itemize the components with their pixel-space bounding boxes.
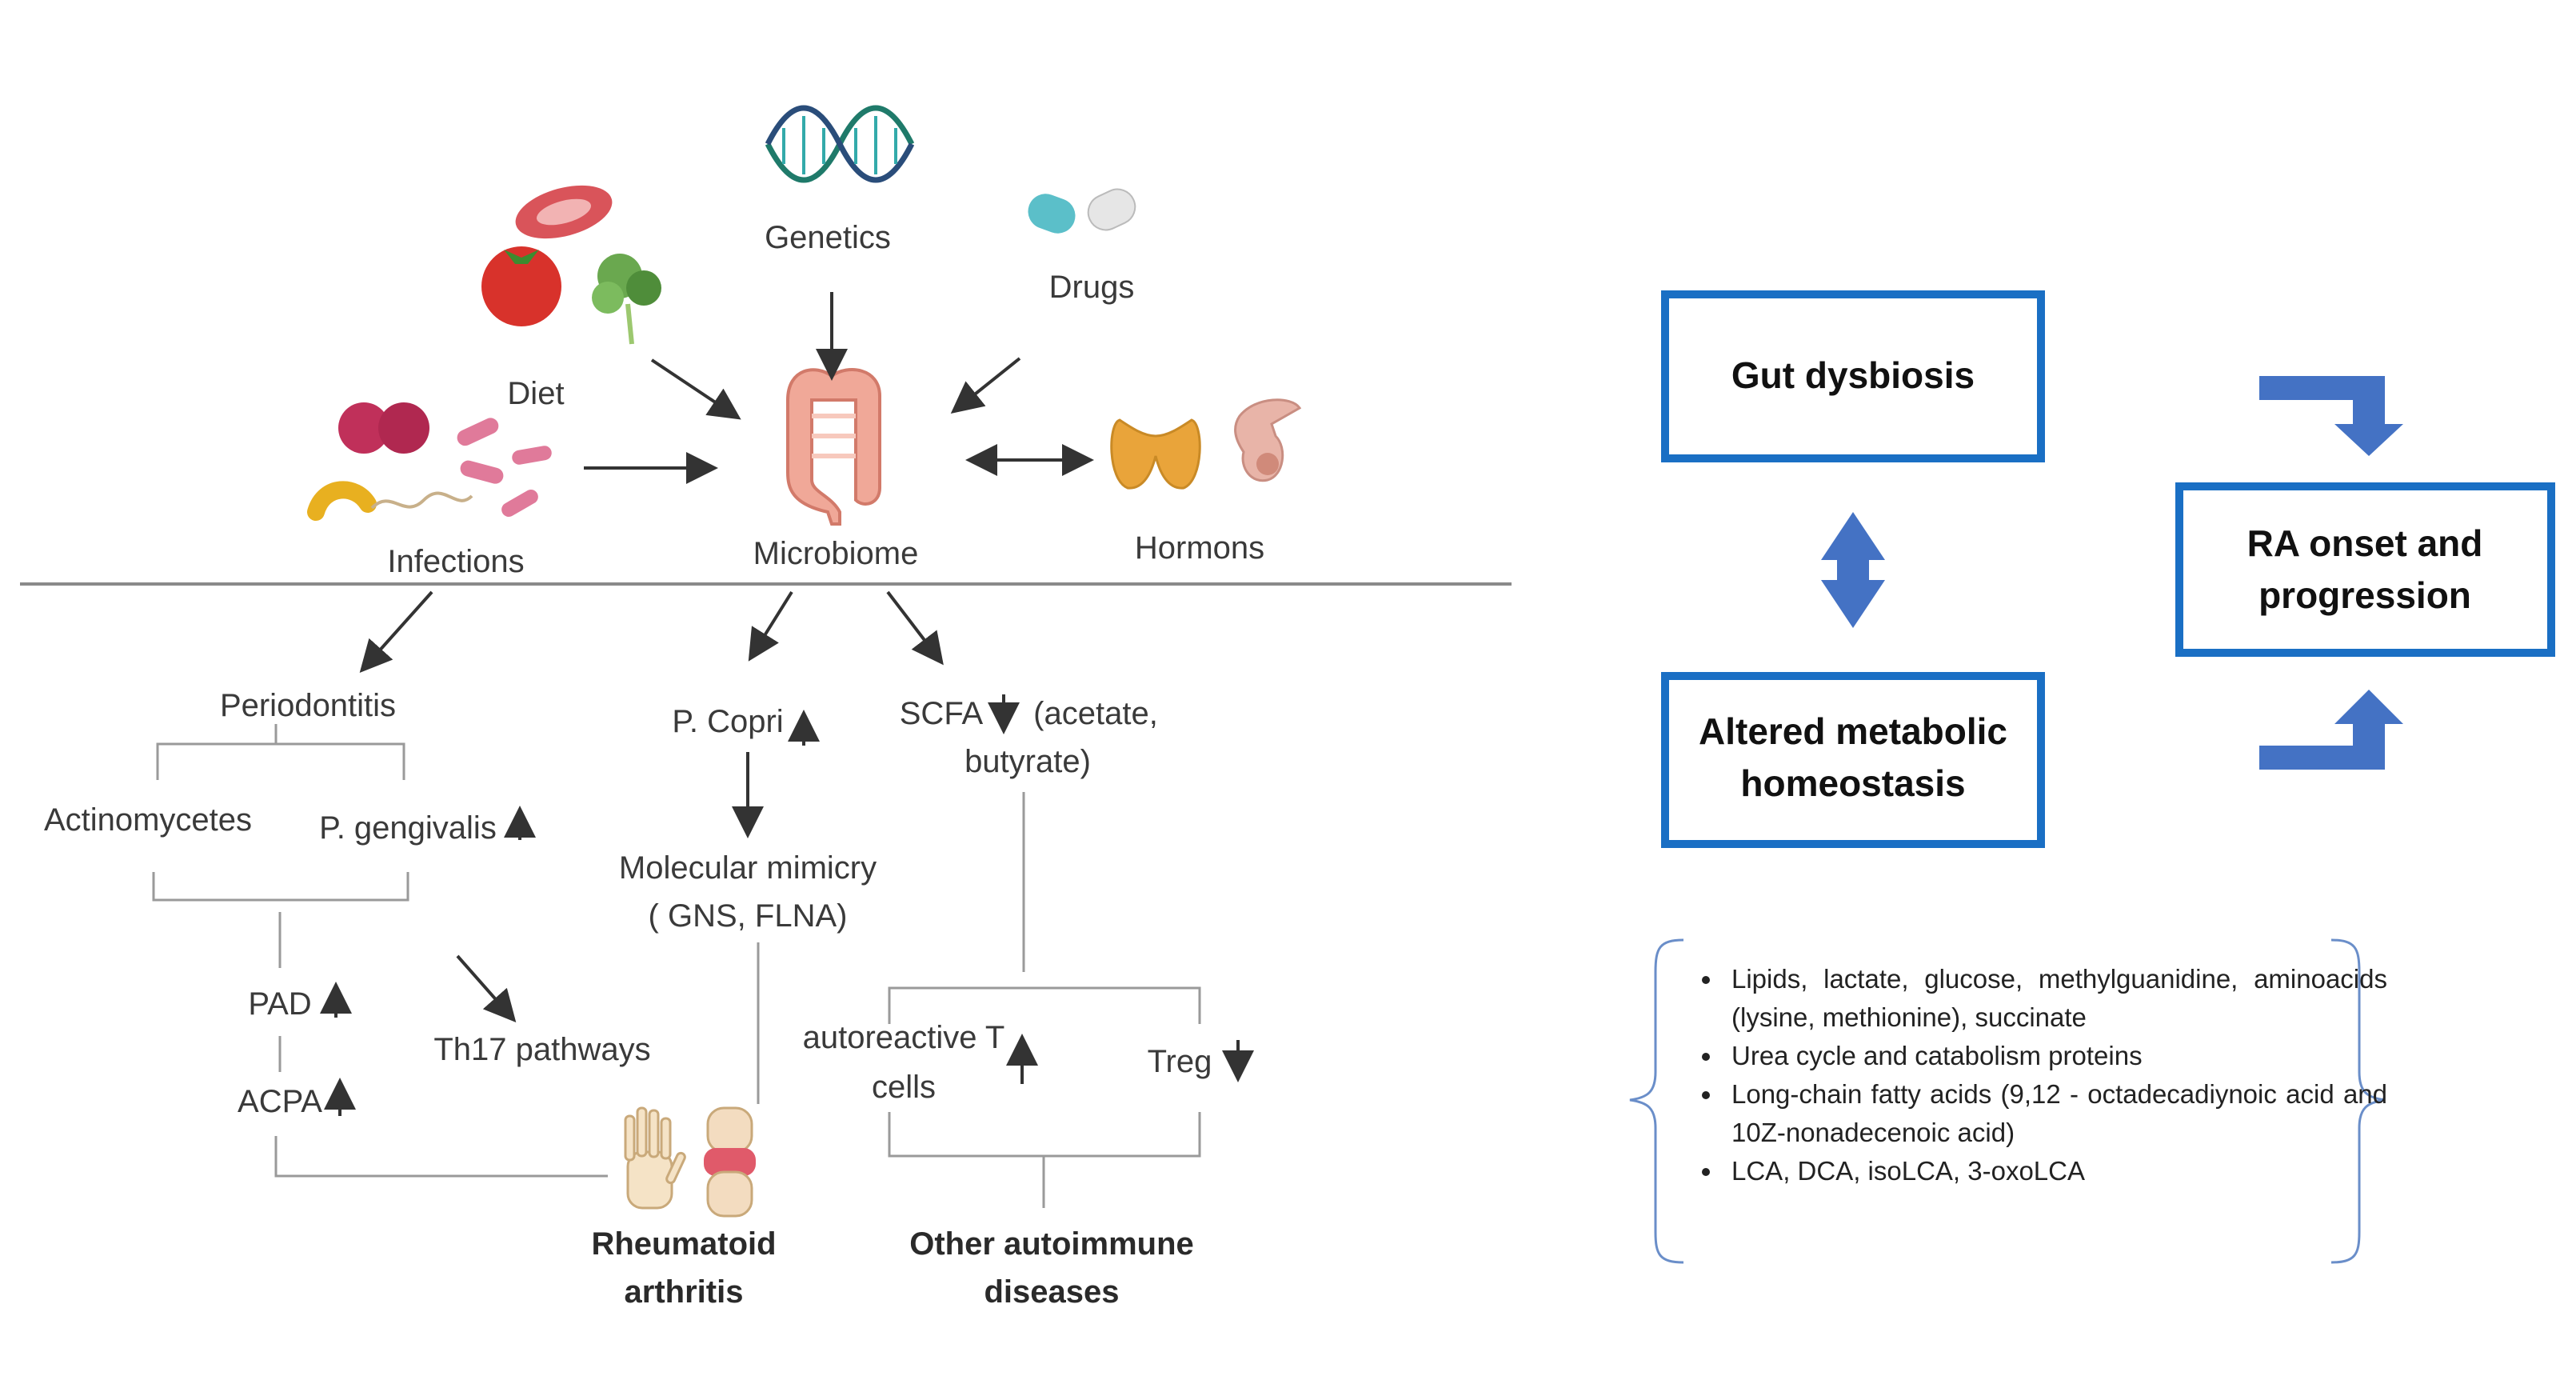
rheumatoid-arthritis-label: Rheumatoid: [591, 1226, 776, 1262]
microbiome-diagram-panel: Genetics Drugs Diet Infections Microbiom: [20, 105, 1512, 1310]
microbiome-label: Microbiome: [753, 536, 919, 571]
dna-icon: [765, 105, 915, 183]
tomato-icon: [481, 246, 561, 326]
autoreactive-label-2: cells: [872, 1070, 936, 1105]
infections-label: Infections: [387, 544, 524, 579]
periodontitis-arrow: [359, 590, 433, 673]
left-brace-icon: [1629, 938, 1684, 1264]
scfa-bracket: [888, 792, 1201, 1208]
th17-label: Th17 pathways: [433, 1032, 650, 1067]
thyroid-icon: [1110, 418, 1201, 490]
genetics-label: Genetics: [765, 220, 891, 255]
meat-icon: [515, 185, 613, 239]
gut-dysbiosis-box: [1661, 290, 2045, 462]
molecular-mimicry-targets: ( GNS, FLNA): [649, 898, 848, 934]
metabolites-list: Lipids, lactate, glucose, methylguanidin…: [1667, 960, 2387, 1190]
th17-arrow: [456, 954, 517, 1022]
elbow-arrow-up-icon: [2259, 690, 2403, 770]
autoreactive-label: autoreactive T: [803, 1020, 1005, 1055]
diet-label: Diet: [507, 376, 564, 411]
list-item: Lipids, lactate, glucose, methylguanidin…: [1723, 960, 2387, 1037]
knee-joint-icon: [704, 1106, 756, 1218]
pituitary-icon: [1234, 398, 1302, 482]
drugs-arrow: [950, 357, 1021, 414]
periodontitis-bracket: [152, 724, 608, 1178]
hand-icon: [624, 1106, 686, 1210]
acpa-label: ACPA: [238, 1084, 322, 1119]
diet-arrow: [650, 358, 741, 420]
p-gengivalis-label: P. gengivalis: [319, 810, 497, 846]
scfa-label: SCFA: [900, 696, 984, 731]
microbiome-diagram-svg: Genetics Drugs Diet Infections Microbiom: [20, 105, 1512, 1310]
hormons-label: Hormons: [1135, 530, 1264, 566]
pills-icon: [1028, 188, 1136, 234]
right-brace-icon: [2330, 938, 2386, 1264]
altered-metabolic-box: [1661, 672, 2045, 848]
list-item: Urea cycle and catabolism proteins: [1723, 1037, 2387, 1075]
treg-label: Treg: [1148, 1044, 1212, 1079]
periodontitis-label: Periodontitis: [220, 688, 396, 723]
p-copri-label: P. Copri: [672, 704, 783, 739]
actinomycetes-label: Actinomycetes: [44, 802, 252, 838]
list-item: LCA, DCA, isoLCA, 3-oxoLCA: [1723, 1152, 2387, 1190]
scfa-examples-2: butyrate): [965, 744, 1091, 779]
ra-onset-label: RA onset and: [2247, 522, 2483, 564]
other-autoimmune-label-2: diseases: [984, 1274, 1119, 1310]
elbow-arrow-down-icon: [2259, 376, 2403, 456]
bacteria-icon: [307, 402, 552, 521]
altered-metabolic-label: Altered metabolic: [1699, 710, 2007, 752]
ra-onset-label-2: progression: [2258, 574, 2471, 616]
ra-onset-box: [2175, 482, 2555, 657]
pad-label: PAD: [248, 986, 311, 1022]
other-autoimmune-label: Other autoimmune: [909, 1226, 1194, 1262]
scfa-arrow: [886, 590, 944, 666]
list-item: Long-chain fatty acids (9,12 - octadecad…: [1723, 1075, 2387, 1152]
rheumatoid-arthritis-label-2: arthritis: [625, 1274, 744, 1310]
altered-metabolic-label-2: homeostasis: [1740, 762, 1965, 804]
pcopri-arrow: [748, 590, 793, 662]
lettuce-icon: [592, 254, 661, 345]
gut-dysbiosis-label: Gut dysbiosis: [1731, 354, 1975, 396]
scfa-examples-1: (acetate,: [1033, 696, 1158, 731]
drugs-label: Drugs: [1049, 270, 1135, 305]
bidirectional-arrow-icon: [1821, 512, 1885, 628]
molecular-mimicry-label: Molecular mimicry: [619, 850, 877, 886]
